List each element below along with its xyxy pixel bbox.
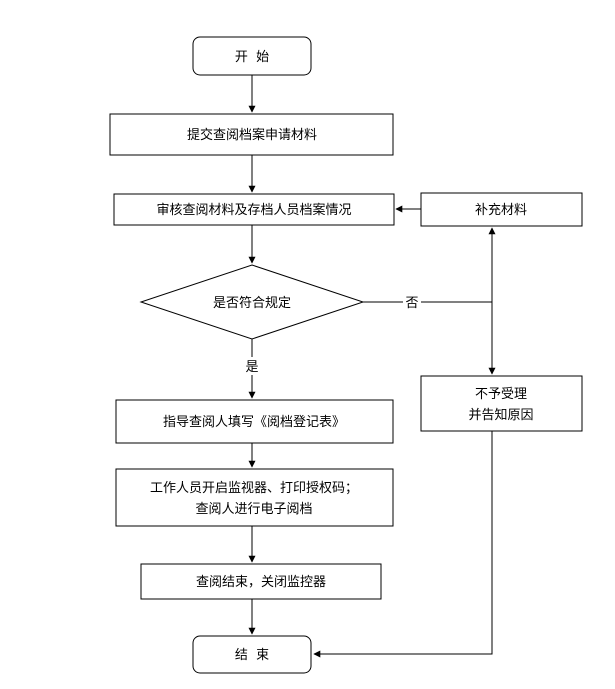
node-review-label: 审核查阅材料及存档人员档案情况 — [156, 203, 351, 218]
node-decision-label: 是否符合规定 — [213, 295, 291, 311]
node-decision: 是否符合规定 — [139, 264, 365, 340]
yes-label-bg — [243, 357, 261, 375]
node-review: 审核查阅材料及存档人员档案情况 — [113, 193, 395, 226]
no-label-bg — [403, 293, 421, 311]
node-reject-label-2: 并告知原因 — [468, 407, 533, 423]
node-start-label: 开 始 — [235, 50, 269, 65]
node-end: 结 束 — [192, 635, 312, 674]
edge-label-no: 否 — [405, 296, 418, 311]
node-staff-label-2: 查阅人进行电子阅档 — [195, 502, 312, 517]
edge-label-yes: 是 — [245, 360, 258, 375]
node-end-label: 结 束 — [235, 648, 269, 663]
node-finish-label: 查阅结束，关闭监控器 — [196, 575, 326, 590]
node-staff-label-1: 工作人员开启监视器、打印授权码； — [150, 480, 358, 496]
edges — [248, 75, 496, 658]
node-submit-label: 提交查阅档案申请材料 — [187, 127, 317, 143]
node-reject-label-1: 不予受理 — [475, 387, 527, 402]
node-guide-label: 指导查阅人填写《阅档登记表》 — [163, 415, 345, 430]
node-supplement-label: 补充材料 — [475, 202, 527, 218]
node-guide: 指导查阅人填写《阅档登记表》 — [115, 399, 394, 444]
node-start: 开 始 — [192, 36, 312, 76]
node-reject: 不予受理 并告知原因 — [420, 375, 583, 432]
edge-reject-to-end — [313, 431, 493, 658]
node-supplement: 补充材料 — [420, 192, 583, 227]
node-finish: 查阅结束，关闭监控器 — [140, 563, 382, 600]
node-staff: 工作人员开启监视器、打印授权码； 查阅人进行电子阅档 — [115, 468, 394, 527]
node-submit: 提交查阅档案申请材料 — [109, 113, 394, 156]
